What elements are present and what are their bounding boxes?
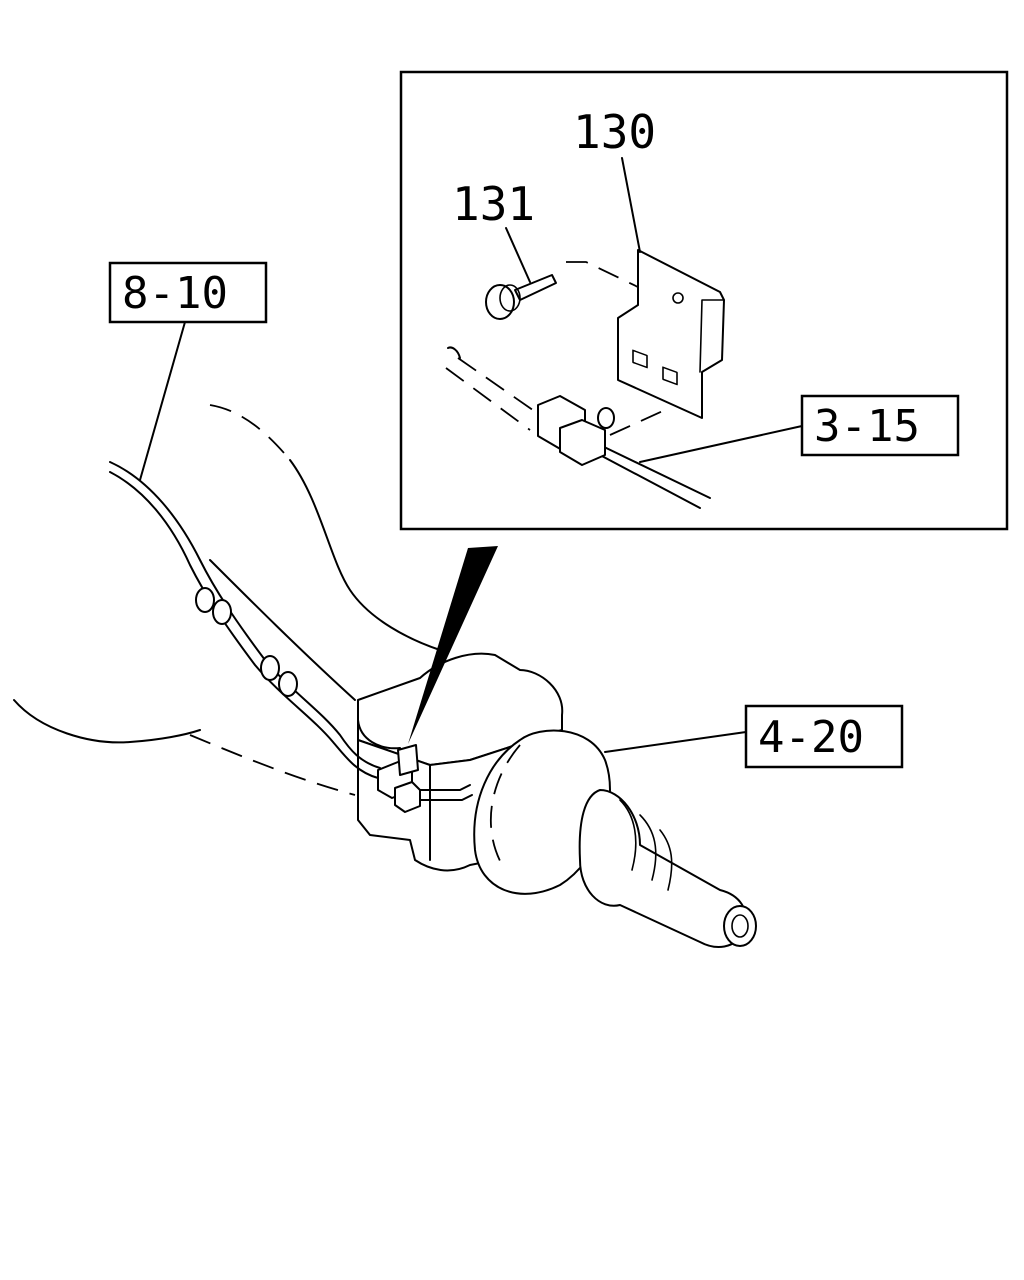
reference-box-4-20: 4-20 [744, 704, 904, 769]
inset-connector [537, 395, 615, 466]
bracket-130 [617, 249, 725, 419]
leader-8-10 [139, 321, 186, 481]
callout-pointer [408, 546, 498, 744]
bolt-131 [485, 274, 557, 320]
cable-clip [260, 655, 298, 697]
reference-label: 8-10 [122, 268, 228, 319]
reference-box-3-15: 3-15 [800, 394, 960, 457]
detail-inset [399, 70, 1009, 531]
leader-4-20 [604, 731, 747, 753]
part-number-130: 130 [573, 105, 656, 159]
leader-130 [621, 157, 641, 253]
cable-clip [195, 587, 232, 625]
reference-label: 3-15 [814, 401, 920, 452]
leader-3-15 [639, 425, 803, 463]
leader-131 [505, 227, 531, 283]
part-number-131: 131 [452, 177, 535, 231]
reference-label: 4-20 [758, 712, 864, 763]
cable-connector [377, 744, 421, 813]
speedometer-cable [109, 461, 473, 813]
reference-box-8-10: 8-10 [108, 261, 268, 324]
transmission-assembly [13, 404, 757, 948]
